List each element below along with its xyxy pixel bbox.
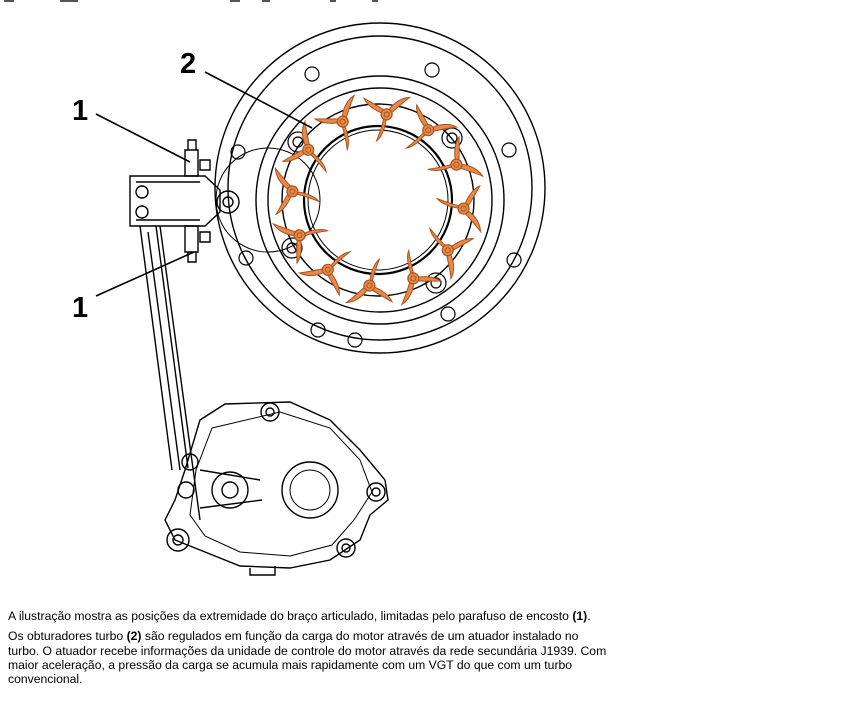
actuator-rod bbox=[139, 225, 189, 471]
outer-bolt-holes bbox=[230, 62, 522, 348]
vane bbox=[404, 103, 459, 149]
vane bbox=[281, 119, 327, 174]
callout-2: 2 bbox=[180, 48, 197, 80]
actuator-shaft bbox=[211, 471, 249, 509]
turbo-vanes bbox=[272, 94, 484, 306]
vane bbox=[426, 135, 484, 178]
caption-p1-ref: (1) bbox=[572, 609, 588, 623]
actuator-housing bbox=[164, 401, 389, 569]
caption-p2-ref: (2) bbox=[126, 629, 142, 644]
vane bbox=[274, 166, 321, 216]
vane bbox=[344, 257, 394, 304]
outer-ring bbox=[214, 22, 546, 354]
vane bbox=[272, 222, 330, 265]
outer-ring-inner bbox=[227, 35, 533, 341]
callout-1-bottom: 1 bbox=[72, 292, 89, 324]
leader-1-top bbox=[95, 113, 191, 163]
leader-1-bottom bbox=[95, 251, 195, 297]
vane bbox=[429, 226, 475, 281]
caption-text: A ilustração mostra as posições da extre… bbox=[8, 609, 608, 692]
central-bore bbox=[302, 124, 454, 276]
vane bbox=[313, 94, 356, 152]
unison-ring bbox=[281, 103, 475, 297]
vane bbox=[400, 248, 443, 306]
caption-p1-end: . bbox=[587, 609, 591, 623]
vane bbox=[435, 184, 482, 234]
leader-2 bbox=[204, 71, 313, 129]
caption-p2-text: são regulados em função da carga do moto… bbox=[8, 629, 607, 687]
central-bore-inner bbox=[307, 129, 449, 271]
caption-paragraph-2: Os obturadores turbo (2) são regulados e… bbox=[8, 629, 608, 686]
callout-1-top: 1 bbox=[72, 95, 89, 127]
vgt-turbo-illustration bbox=[95, 22, 546, 576]
articulated-arm bbox=[129, 175, 221, 227]
vane bbox=[362, 96, 412, 143]
nozzle-ring-mid bbox=[267, 87, 493, 313]
caption-p2-start: Os obturadores turbo bbox=[8, 629, 127, 644]
caption-paragraph-1: A ilustração mostra as posições da extre… bbox=[8, 609, 608, 623]
cropped-text-line bbox=[0, 0, 851, 6]
caption-p1-text: A ilustração mostra as posições da extre… bbox=[8, 609, 573, 623]
vane bbox=[297, 251, 352, 297]
nozzle-ring-outer bbox=[255, 75, 505, 325]
detail-magnifier bbox=[215, 147, 321, 253]
